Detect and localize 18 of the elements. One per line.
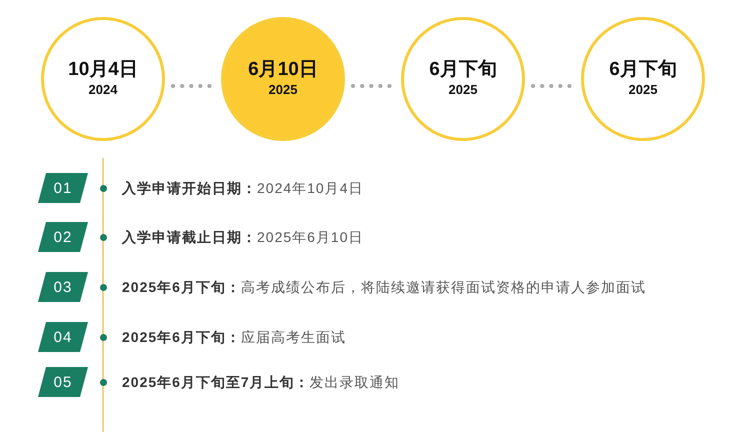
date-text: 10月4日 [68, 59, 138, 82]
step-number-tag: 05 [38, 367, 88, 397]
date-text: 6月10日 [248, 59, 318, 82]
year-text: 2024 [88, 82, 118, 99]
step-description: 2025年6月下旬：应届高考生面试 [122, 329, 346, 347]
date-text: 6月下旬 [609, 59, 677, 82]
step-description: 入学申请截止日期：2025年6月10日 [122, 229, 364, 247]
year-text: 2025 [628, 82, 658, 99]
step-description: 入学申请开始日期：2024年10月4日 [122, 180, 364, 198]
step-number-tag: 04 [38, 322, 88, 352]
step-number-tag: 02 [38, 222, 88, 252]
step-number-tag: 03 [38, 272, 88, 302]
step-description: 2025年6月下旬至7月上旬：发出录取通知 [122, 374, 400, 392]
date-text: 6月下旬 [429, 59, 497, 82]
step-description: 2025年6月下旬：高考成绩公布后，将陆续邀请获得面试资格的申请人参加面试 [122, 279, 646, 297]
year-text: 2025 [448, 82, 478, 99]
step-number-tag: 01 [38, 173, 88, 203]
year-text: 2025 [268, 82, 298, 99]
